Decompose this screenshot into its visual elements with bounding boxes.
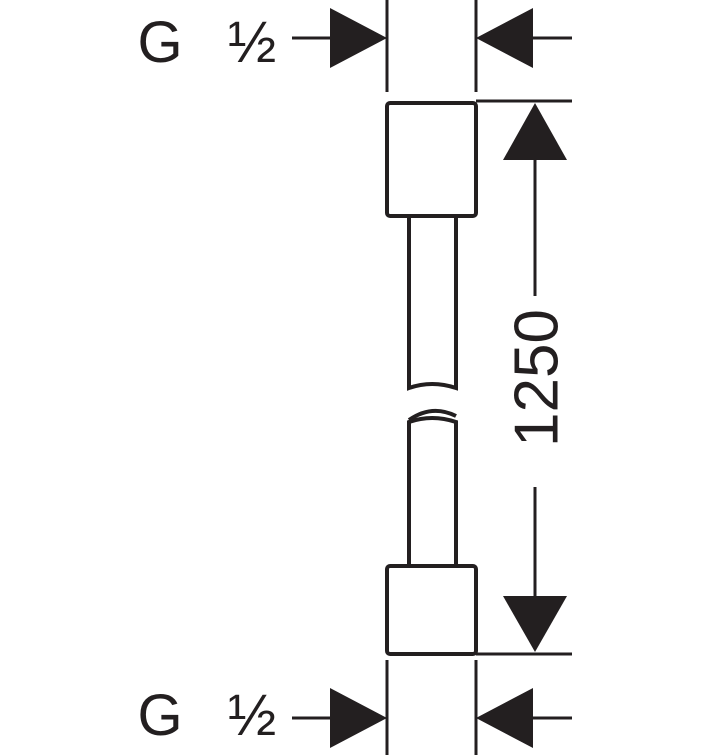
hose-fitting-bottom bbox=[385, 564, 478, 656]
hose bbox=[385, 101, 478, 656]
thread-label-top: G ½ bbox=[137, 10, 276, 75]
arrowhead-bottom-right bbox=[476, 688, 533, 748]
length-dimension: 1250 bbox=[476, 99, 572, 656]
thread-letter-top: G bbox=[137, 10, 182, 75]
arrowhead-bottom-left bbox=[330, 688, 387, 748]
hose-tube-lower bbox=[407, 416, 458, 566]
hose-break-line bbox=[407, 408, 457, 422]
arrowhead-top-right bbox=[476, 8, 533, 68]
arrowhead-length-top bbox=[503, 103, 567, 160]
length-value: 1250 bbox=[503, 309, 572, 447]
hose-fitting-top bbox=[385, 101, 478, 218]
arrowhead-top-left bbox=[330, 8, 387, 68]
thread-dimension-bottom bbox=[292, 660, 572, 755]
thread-size-top: ½ bbox=[228, 10, 276, 75]
thread-letter-bottom: G bbox=[137, 683, 182, 748]
thread-label-bottom: G ½ bbox=[137, 683, 276, 748]
thread-size-bottom: ½ bbox=[228, 683, 276, 748]
hose-tube-upper bbox=[407, 216, 458, 391]
thread-dimension-top bbox=[292, 0, 572, 92]
arrowhead-length-bottom bbox=[503, 596, 567, 652]
